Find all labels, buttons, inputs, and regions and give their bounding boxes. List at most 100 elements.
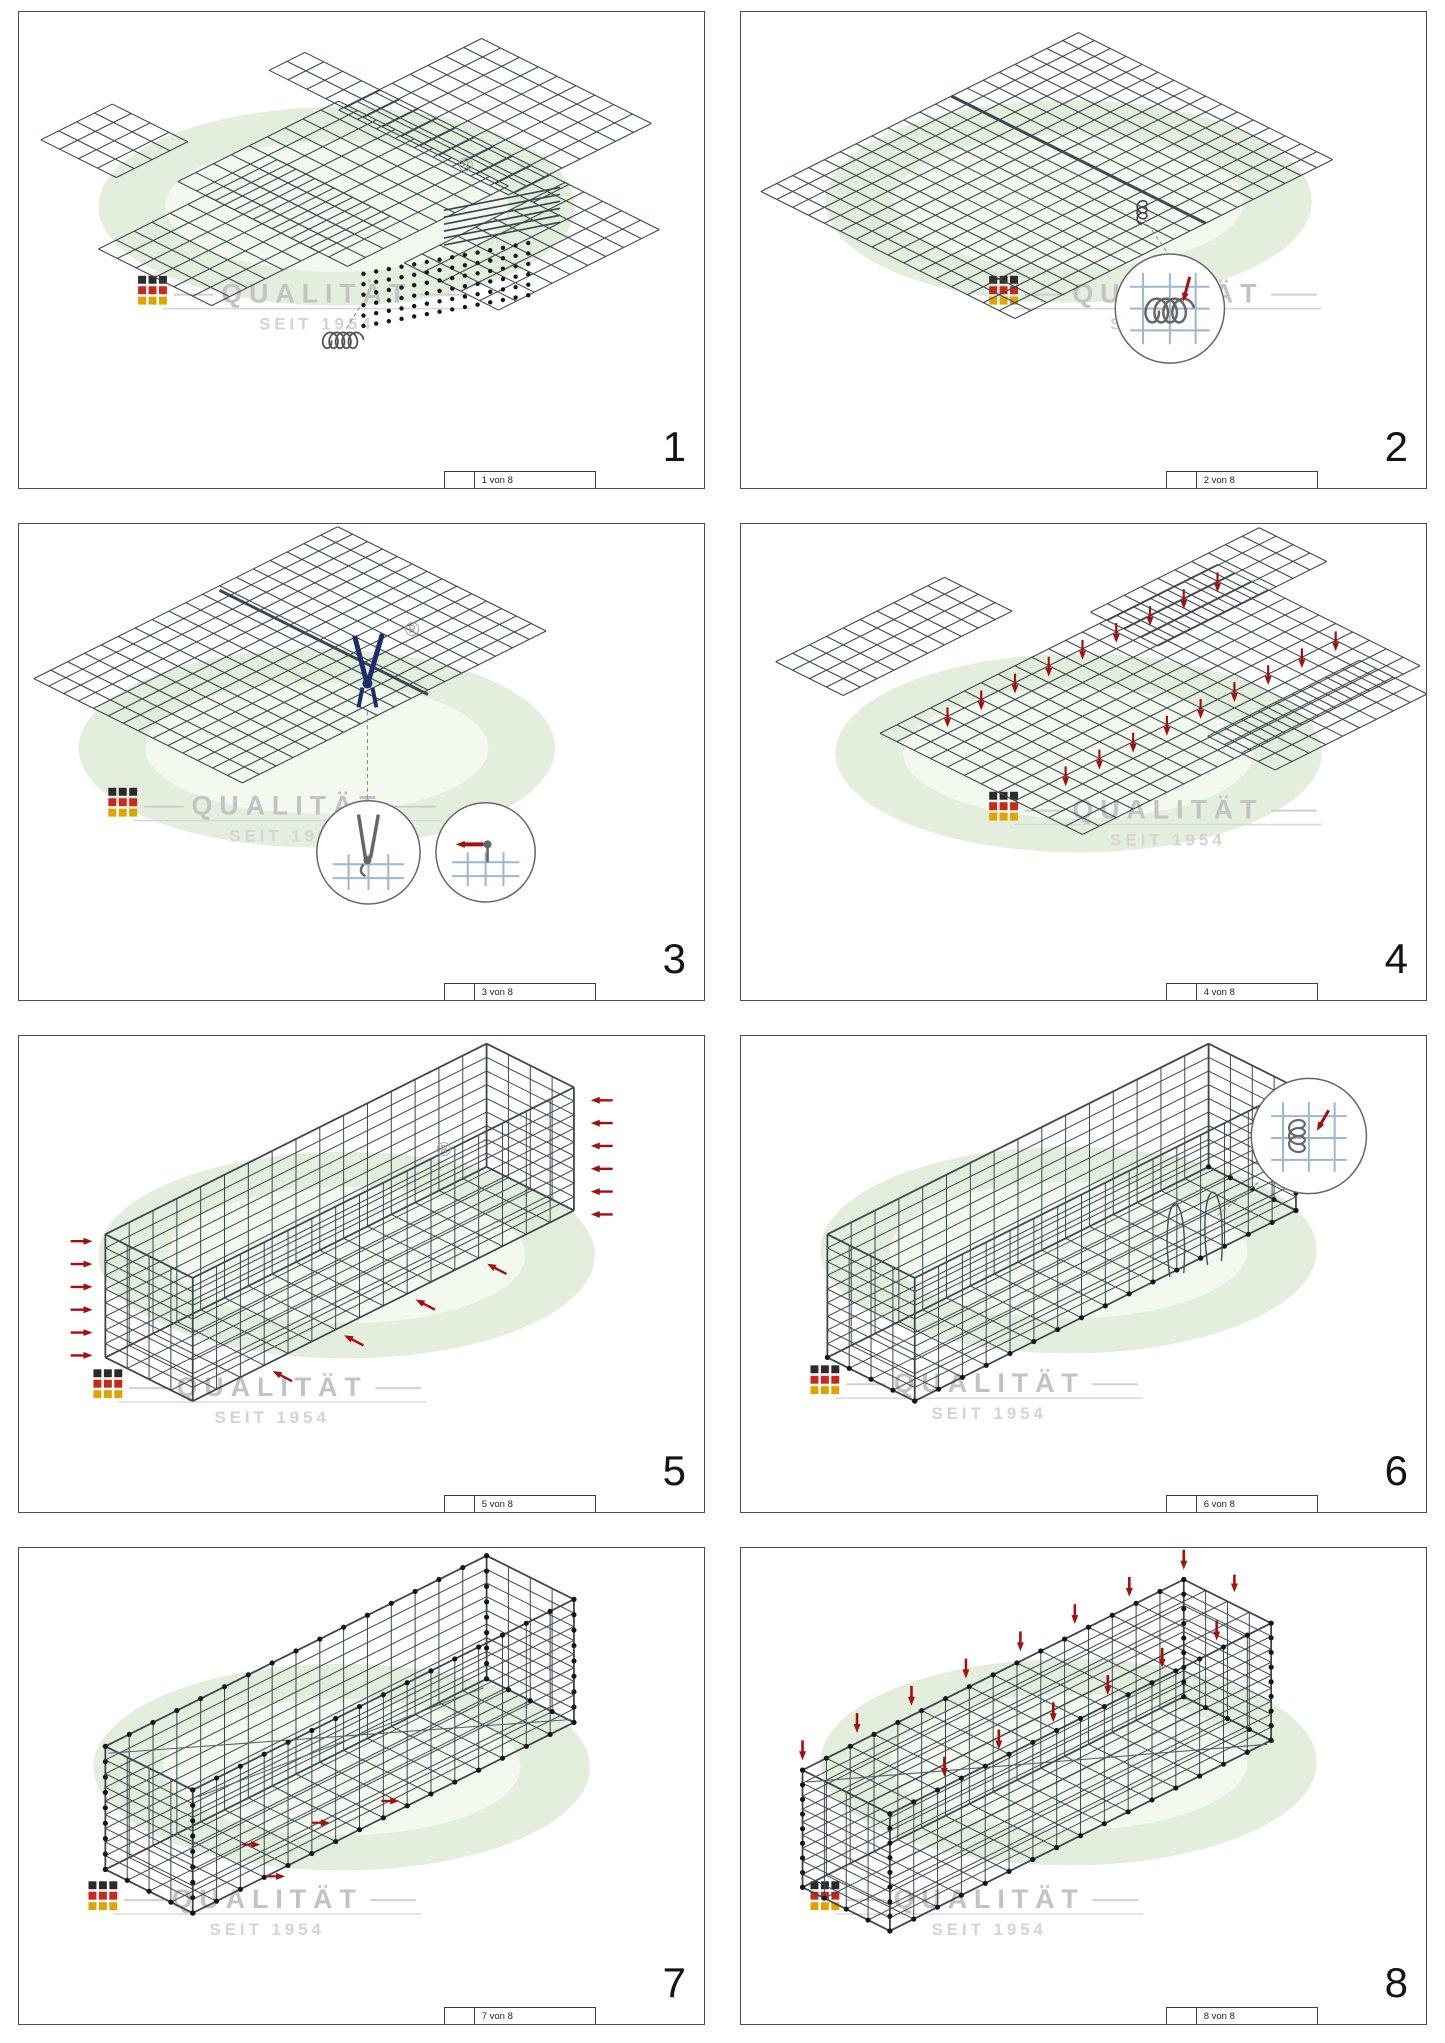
clip-dots: [799, 1767, 806, 1890]
step-4-illustration: QUALITÄT SEIT 1954: [775, 527, 1426, 853]
red-arrow: [907, 1685, 915, 1706]
clip-dots: [102, 1743, 108, 1872]
registered-mark: ®: [458, 155, 473, 177]
red-arrow: [1049, 1702, 1057, 1723]
red-arrow: [1230, 1574, 1238, 1593]
clip-dots: [799, 1576, 1187, 1773]
red-arrow: [799, 1740, 807, 1761]
mesh-grid: [1207, 659, 1426, 771]
quality-watermark: QUALITÄT SEIT 1954: [93, 1151, 595, 1427]
red-arrow: [1079, 639, 1086, 660]
clip-dots: [361, 272, 531, 308]
red-arrow: [1182, 276, 1192, 302]
brand-logo-grid: [88, 1881, 118, 1911]
title-block-mark-cell: [445, 2008, 475, 2024]
clip-dots: [361, 282, 531, 318]
step-number: 8: [1384, 1959, 1408, 2006]
brand-logo-grid: [138, 275, 167, 305]
pliers-icon: [362, 678, 373, 689]
watermark-subtitle: SEIT 1954: [214, 1408, 329, 1427]
sheet-count-label: 2 von 8: [1203, 474, 1235, 486]
red-arrow: [590, 1119, 613, 1127]
spiral-icon: [1287, 1118, 1307, 1154]
clip-dots: [361, 292, 531, 329]
mesh-grid: [40, 103, 189, 179]
red-arrow: [1112, 623, 1120, 643]
brand-logo-grid: [810, 1365, 840, 1395]
step-number: 3: [662, 935, 686, 982]
sheet-title-block: 2 von 8: [1165, 471, 1318, 488]
clip-dots: [571, 1596, 577, 1726]
sheet-title-block: 7 von 8: [443, 2007, 596, 2024]
red-arrow: [944, 707, 951, 728]
mesh-grid: [879, 563, 1421, 835]
red-arrow: [1095, 749, 1103, 770]
red-arrow: [1163, 715, 1171, 736]
red-arrow: [70, 1237, 93, 1245]
mesh-grid: [802, 1579, 1272, 1815]
red-arrow: [415, 1299, 436, 1311]
red-arrow: [1146, 606, 1154, 626]
sheet-title-block: 6 von 8: [1165, 1495, 1318, 1512]
spiral-wire: [1204, 1191, 1223, 1266]
title-block-mark-cell: [1167, 2008, 1197, 2024]
red-arrow: [1316, 1109, 1330, 1131]
title-block-mark-cell: [1167, 472, 1197, 488]
watermark-subtitle: SEIT 1954: [209, 1920, 324, 1939]
watermark-title: QUALITÄT: [177, 1372, 368, 1402]
red-arrow: [70, 1283, 93, 1291]
mesh-grid: [104, 1043, 488, 1358]
sheet-count-label: 3 von 8: [481, 986, 513, 998]
red-arrow: [940, 1756, 948, 1777]
red-arrow: [590, 1210, 613, 1218]
mesh-grid: [98, 159, 391, 307]
step-number: 6: [1384, 1447, 1408, 1494]
sheet-count-label: 1 von 8: [481, 474, 513, 486]
clip-dots: [887, 1620, 1274, 1817]
red-arrow: [1213, 1620, 1221, 1641]
red-arrow: [455, 840, 484, 848]
mesh-grid: [338, 38, 652, 196]
title-block-mark-cell: [1167, 1496, 1197, 1512]
red-arrow: [590, 1188, 613, 1196]
red-arrow: [1045, 656, 1053, 677]
watermark-subtitle: SEIT 1954: [1110, 830, 1225, 849]
clip-dots: [887, 1811, 893, 1934]
red-arrow: [70, 1260, 93, 1268]
red-arrow: [962, 1658, 970, 1679]
brand-logo-grid: [93, 1369, 123, 1399]
red-arrow: [995, 1729, 1003, 1750]
watermark-title: QUALITÄT: [1072, 795, 1263, 825]
clip-dots: [484, 1553, 490, 1682]
sheet-count-label: 4 von 8: [1203, 986, 1235, 998]
mesh-grid: [775, 576, 1013, 696]
red-arrow: [1071, 1604, 1079, 1625]
sheet-count-label: 7 von 8: [481, 2010, 513, 2022]
red-arrow: [344, 1335, 365, 1347]
watermark-subtitle: SEIT 1954: [931, 1404, 1046, 1423]
mesh-grid: [403, 182, 660, 311]
sheet-count-label: 6 von 8: [1203, 1498, 1235, 1510]
spiral-icon: [1144, 297, 1196, 324]
red-arrow: [1214, 572, 1221, 593]
red-arrow: [853, 1713, 861, 1733]
red-arrow: [1180, 589, 1188, 610]
spiral-icon: [321, 331, 365, 350]
title-block-mark-cell: [445, 472, 475, 488]
red-arrow: [1129, 732, 1137, 753]
mesh-grid: [268, 51, 570, 203]
clip-dots: [1268, 1620, 1274, 1743]
red-arrow: [1062, 766, 1070, 787]
sheet-title-block: 3 von 8: [443, 983, 596, 1000]
registered-mark: ®: [405, 619, 420, 641]
red-arrow: [1264, 665, 1272, 686]
